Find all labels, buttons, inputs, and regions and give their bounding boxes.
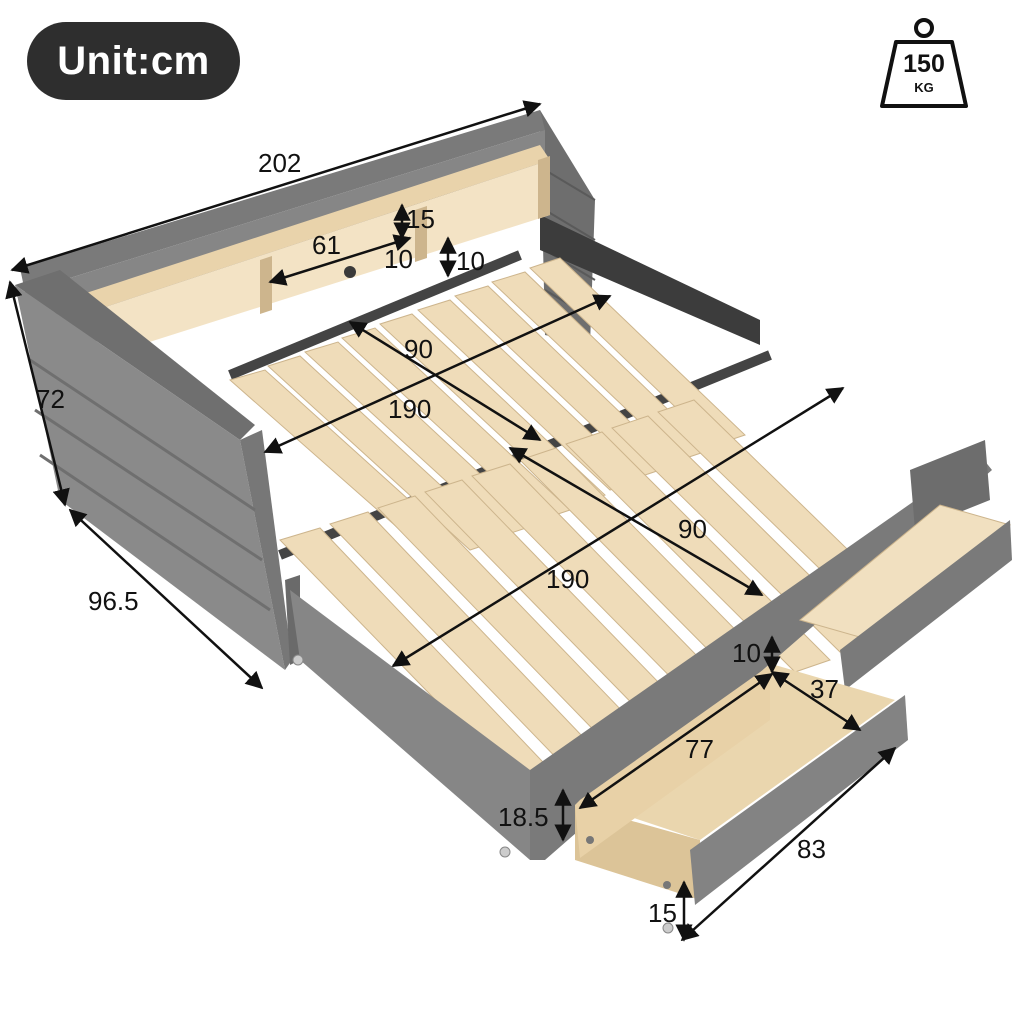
label-upper-slat-width: 90 (404, 334, 433, 364)
dim-line-drawer-depth (770, 670, 862, 732)
drawer-front (575, 665, 908, 905)
weight-capacity-icon: 150 KG (878, 14, 970, 114)
label-lower-slat-width: 90 (678, 514, 707, 544)
label-shelf-height: 15 (406, 204, 435, 234)
dim-line-lower-length (391, 386, 845, 668)
weight-unit: KG (914, 80, 934, 95)
dim-line-total-length (10, 100, 542, 274)
label-upper-length: 190 (388, 394, 431, 424)
dim-line-height (5, 280, 70, 507)
dim-line-width (68, 508, 264, 690)
label-total-length: 202 (258, 148, 301, 178)
casters (292, 654, 674, 934)
unit-badge: Unit:cm (27, 22, 240, 100)
label-width: 96.5 (88, 586, 139, 616)
label-shelf-depth: 10 (384, 244, 413, 274)
dimension-labels: 202 72 96.5 61 15 10 10 90 190 90 190 10… (36, 148, 839, 928)
label-shelf-top-gap: 10 (456, 246, 485, 276)
dim-line-shelf-width (268, 234, 412, 286)
dim-line-drawer-outer-length (680, 746, 897, 942)
label-drawer-height: 18.5 (498, 802, 549, 832)
label-height: 72 (36, 384, 65, 414)
weight-value: 150 (903, 50, 945, 78)
drawer-right (798, 504, 1012, 690)
label-drawer-rim: 10 (732, 638, 761, 668)
dim-line-upper-length (263, 294, 612, 454)
label-shelf-width: 61 (312, 230, 341, 260)
label-drawer-outer-length: 83 (797, 834, 826, 864)
label-caster-height: 15 (648, 898, 677, 928)
label-lower-length: 190 (546, 564, 589, 594)
dimension-lines (5, 100, 897, 942)
label-drawer-inner-length: 77 (685, 734, 714, 764)
label-drawer-depth: 37 (810, 674, 839, 704)
dim-line-drawer-inner-length (578, 672, 774, 810)
